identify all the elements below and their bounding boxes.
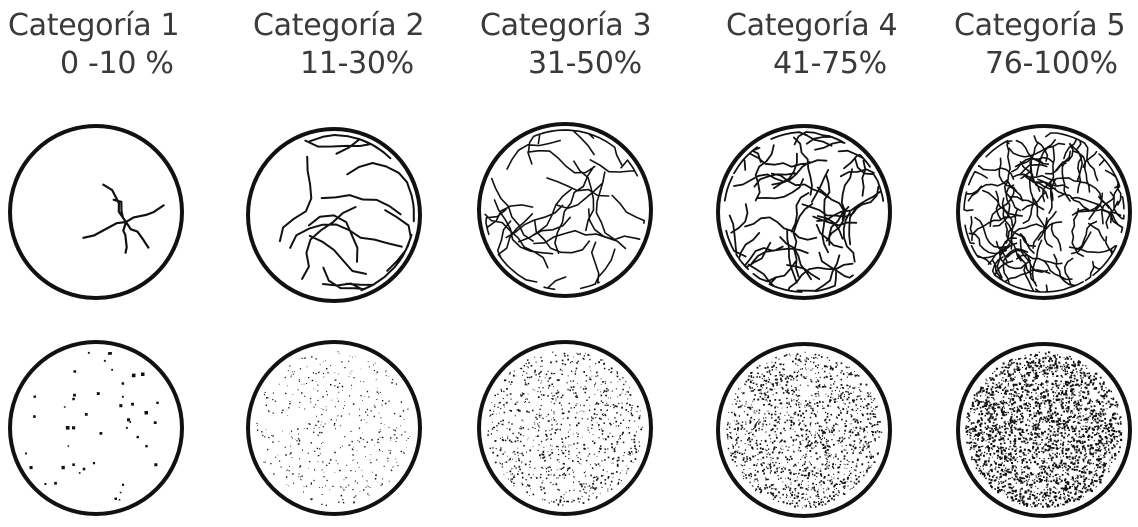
category-3-column: Categoría 3 31-50%: [475, 0, 695, 527]
category-1-dot-disc: [10, 342, 182, 514]
category-5-column: Categoría 5 76-100%: [950, 0, 1138, 527]
category-3-dot-disc: [479, 342, 651, 514]
category-5-discs: [950, 0, 1138, 527]
category-2-dot-disc: [248, 342, 420, 514]
category-1-discs: [0, 0, 220, 527]
category-2-discs: [240, 0, 460, 527]
category-1-crack-disc: [10, 126, 182, 298]
category-1-column: Categoría 1 0 -10 %: [0, 0, 220, 527]
category-4-column: Categoría 4 41-75%: [718, 0, 938, 527]
category-4-discs: [718, 0, 938, 527]
category-3-discs: [475, 0, 695, 527]
category-2-column: Categoría 2 11-30%: [240, 0, 460, 527]
